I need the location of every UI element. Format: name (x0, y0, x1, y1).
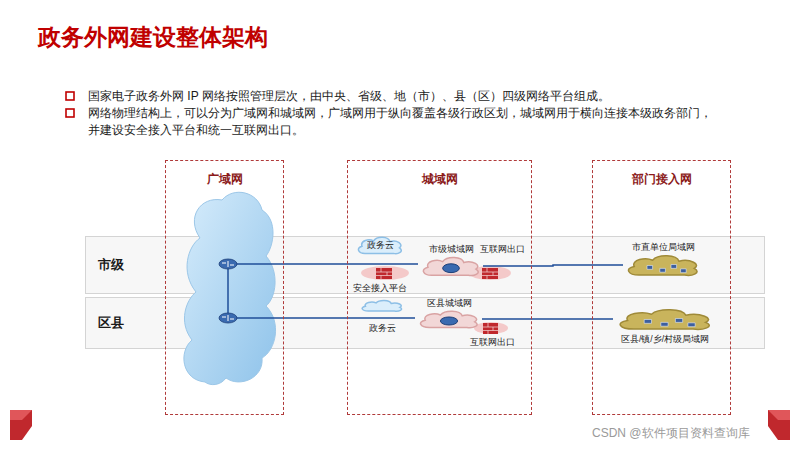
level-label: 市级 (86, 256, 124, 274)
corner-ornament (768, 410, 790, 440)
bullet-marker (66, 92, 74, 100)
corner-ornament (768, 410, 790, 420)
watermark: CSDN @软件项目资料查询库 (592, 426, 750, 440)
corner-ornament (10, 410, 32, 420)
cloud-label: 市级城域网 (429, 243, 474, 255)
computer-icon (661, 322, 668, 326)
exit-label: 互联网出口 (480, 244, 525, 254)
computer-icon (681, 269, 687, 273)
security-platform (361, 266, 409, 280)
zone-heading: 城域网 (348, 171, 531, 188)
cloud-outline (423, 258, 478, 276)
cloud-label: 市直单位局域网 (632, 241, 695, 253)
drawing-part (376, 268, 392, 279)
level-label: 区县 (86, 314, 124, 332)
platform-label: 安全接入平台 (353, 283, 407, 293)
drawing-part (219, 313, 237, 323)
drawing-part (483, 323, 498, 334)
router-symbol (219, 313, 237, 323)
internet-exit (474, 322, 508, 334)
wan-metro-wire (228, 317, 415, 319)
cloud-shape (613, 307, 717, 331)
cloud-outline (620, 310, 709, 330)
network-cloud: 政务云 (359, 299, 405, 334)
cloud-shape (623, 253, 703, 277)
drawing-part (361, 266, 409, 280)
computer-icon (688, 323, 695, 327)
network-zone: 市直单位局域网区县/镇/乡/村级局域网 部门接入网 (592, 160, 731, 415)
cloud-outline (362, 301, 401, 312)
drawing-part (376, 268, 392, 279)
network-zone: 广域网 (165, 160, 284, 415)
cloud-shape (359, 299, 405, 312)
computer-icon (660, 268, 666, 272)
network-link (483, 265, 623, 266)
drawing-part (474, 322, 508, 334)
network-cloud: 区县/镇/乡/村级局域网 (613, 307, 717, 345)
wan-metro-wire (228, 263, 418, 265)
computer-icon (675, 319, 682, 323)
cloud-label: 政务云 (367, 240, 394, 250)
drawing-part (482, 268, 498, 279)
router-symbol (443, 264, 460, 273)
cloud-outline (358, 237, 401, 253)
cloud-label: 区县城域网 (427, 297, 472, 309)
page-title: 政务外网建设整体架构 (38, 22, 268, 53)
drawing-part (482, 268, 498, 279)
network-cloud: 市直单位局域网 (623, 241, 703, 277)
corner-ornament (10, 410, 32, 440)
cloud-shape (419, 255, 483, 277)
network-cloud: 政务云 (355, 235, 405, 255)
cloud-outline (629, 256, 698, 276)
router-symbol (440, 317, 457, 325)
bullet-text: 网络物理结构上，可以分为广域网和城域网，广域网用于纵向覆盖各级行政区划，城域网用… (88, 105, 716, 139)
computer-icon (644, 319, 651, 323)
zone-heading: 广域网 (166, 171, 283, 188)
computer-icon (671, 265, 677, 269)
cloud-outline (421, 311, 478, 327)
drawing-part (222, 315, 234, 321)
wan-cloud (184, 192, 276, 384)
bullet-marker (66, 109, 74, 117)
cloud-label: 区县/镇/乡/村级局域网 (621, 333, 709, 345)
drawing-part (483, 323, 498, 334)
router-symbol (219, 259, 237, 269)
zone-heading: 部门接入网 (593, 171, 730, 188)
exit-label: 互联网出口 (470, 337, 515, 347)
network-link (482, 318, 613, 320)
bullet-text: 国家电子政务外网 IP 网络按照管理层次，由中央、省级、地（市）、县（区）四级网… (88, 88, 728, 105)
wan-link (227, 264, 229, 318)
cloud-label: 政务云 (369, 322, 396, 334)
network-cloud: 市级城域网 (419, 243, 483, 277)
cloud-shape (416, 309, 482, 329)
drawing-part (219, 259, 237, 269)
computer-icon (647, 265, 653, 269)
drawing-part (222, 261, 234, 267)
network-cloud: 区县城域网 (416, 297, 482, 329)
